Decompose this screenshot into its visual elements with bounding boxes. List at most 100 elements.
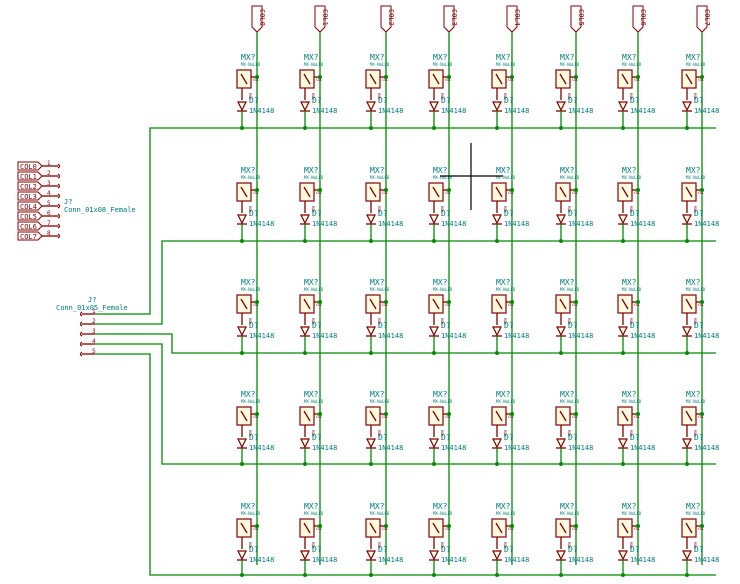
switch-pin-label: COL [445, 78, 451, 82]
switch-pin-label: COL [382, 415, 388, 419]
row-route-4 [95, 353, 242, 576]
switch-contact [495, 522, 503, 534]
row-connector-pin[interactable]: 3 [79, 328, 97, 337]
diode-ref: D? [568, 96, 578, 105]
column-connector-pin-number: 6 [47, 210, 51, 217]
column-connector-label: COL1 [20, 173, 37, 181]
column-connector-label: COL6 [20, 223, 37, 231]
switch-pin-label: COL [508, 303, 514, 307]
switch-value: MX-NoLED [622, 511, 642, 516]
row-connector-pin[interactable]: 2 [79, 318, 97, 327]
diode-ref: D? [630, 433, 640, 442]
column-label-col7[interactable]: COL7 [696, 5, 711, 33]
column-label-col5[interactable]: COL5 [570, 5, 585, 33]
diode-ref: D? [441, 433, 451, 442]
switch-row-label: ROW [693, 206, 697, 213]
diode-body [366, 214, 376, 225]
switch-ref: MX? [622, 502, 637, 511]
column-label-col2[interactable]: COL2 [380, 5, 395, 33]
switch-row-label: ROW [629, 93, 633, 100]
junction-dot [559, 126, 563, 130]
junction-dot [559, 351, 563, 355]
column-connector-label: COL7 [20, 233, 37, 241]
junction-dot [447, 188, 451, 192]
column-label-col0[interactable]: COL0 [251, 5, 266, 33]
column-connector-label-shape [17, 221, 43, 231]
row-connector-pin[interactable]: 5 [79, 348, 97, 357]
switch-ref: MX? [304, 390, 319, 399]
switch-contact [369, 186, 377, 198]
column-label-col3[interactable]: COL3 [443, 5, 458, 33]
junction-dot [636, 75, 640, 79]
column-net-labels: COL0 COL1 COL2 COL3 COL4 COL5 COL6 COL7 [251, 5, 711, 33]
junction-dot [685, 126, 689, 130]
switch-pin-label: COL [445, 303, 451, 307]
column-label-col1[interactable]: COL1 [314, 5, 329, 33]
column-label-col4[interactable]: COL4 [506, 5, 521, 33]
switch-ref: MX? [686, 502, 701, 511]
diode-body [300, 438, 310, 449]
row-connector-pin[interactable]: 1 [79, 308, 97, 317]
junction-dot [636, 188, 640, 192]
row-connector-pin[interactable]: 4 [79, 338, 97, 347]
diode-ref: D? [378, 209, 388, 218]
diode-value: 1N4148 [504, 444, 529, 452]
switch-pin-label: COL [316, 191, 322, 195]
switch-value: MX-NoLED [622, 399, 642, 404]
wire-layer [95, 32, 716, 576]
diode-ref: D? [694, 96, 704, 105]
column-label-col6[interactable]: COL6 [632, 5, 647, 33]
